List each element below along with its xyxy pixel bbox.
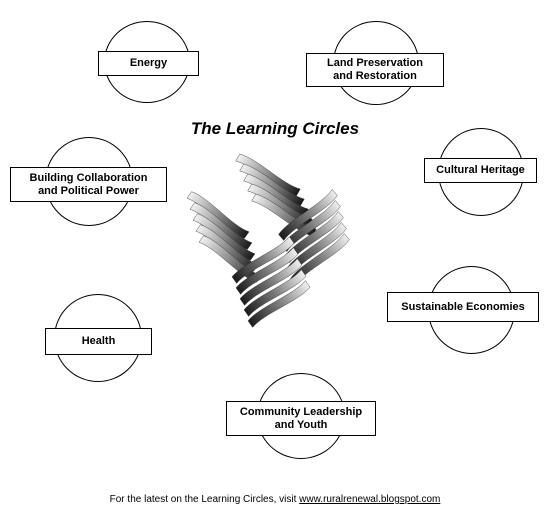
land-preservation-label: Land Preservation and Restoration [306,53,444,87]
woven-strip-17 [239,258,303,306]
woven-strip-6 [281,200,341,252]
community-leadership-label: Community Leadership and Youth [226,401,376,436]
woven-strip-19 [247,280,311,328]
footer-text: For the latest on the Learning Circles, … [109,494,300,505]
woven-strip-8 [287,222,347,274]
woven-strip-5 [278,189,338,241]
woven-strip-16 [235,247,299,295]
footer: For the latest on the Learning Circles, … [0,494,550,505]
energy-label: Energy [98,51,199,76]
woven-strip-7 [284,211,344,263]
diagram-title: The Learning Circles [190,119,360,138]
building-collaboration-label: Building Collaboration and Political Pow… [10,167,167,202]
woven-strip-18 [243,269,307,317]
woven-strip-15 [231,236,295,284]
cultural-heritage-label: Cultural Heritage [424,158,537,183]
health-label: Health [45,328,152,355]
blog-link[interactable]: www.ruralrenewal.blogspot.com [299,494,441,505]
sustainable-economies-label: Sustainable Economies [387,292,539,322]
woven-strip-9 [290,233,350,285]
woven-strips-graphic [186,153,350,328]
